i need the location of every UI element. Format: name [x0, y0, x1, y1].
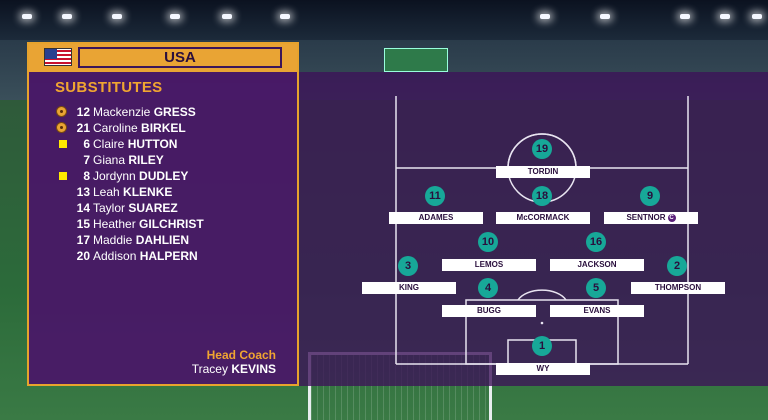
player-name-label: WY: [496, 363, 590, 375]
player-name-label: KING: [362, 282, 456, 294]
player-number-badge: 5: [586, 278, 606, 298]
floodlight: [62, 14, 72, 19]
player-number-badge: 2: [667, 256, 687, 276]
substitute-number: 12: [76, 105, 90, 119]
player-number-badge: 4: [478, 278, 498, 298]
empty-marker: [56, 154, 69, 166]
team-name: USA: [78, 47, 282, 68]
floodlight: [752, 14, 762, 19]
substitute-number: 13: [76, 185, 90, 199]
substitute-number: 7: [83, 153, 90, 167]
ball-icon: [56, 122, 69, 134]
player-number-badge: 3: [398, 256, 418, 276]
empty-marker: [56, 202, 69, 214]
substitute-name: Maddie DAHLIEN: [93, 233, 190, 247]
head-coach-name: Tracey KEVINS: [191, 362, 276, 376]
player-name-label: JACKSON: [550, 259, 644, 271]
player-name-label: EVANS: [550, 305, 644, 317]
player-number-badge: 16: [586, 232, 606, 252]
floodlight: [222, 14, 232, 19]
floodlight: [540, 14, 550, 19]
player-name-label: BUGG: [442, 305, 536, 317]
player-number-badge: 18: [532, 186, 552, 206]
substitute-name: Mackenzie GRESS: [93, 105, 196, 119]
floodlight: [600, 14, 610, 19]
player-name-label: ADAMES: [389, 212, 483, 224]
floodlight: [22, 14, 32, 19]
floodlight: [112, 14, 122, 19]
empty-marker: [56, 186, 69, 198]
substitute-number: 20: [76, 249, 90, 263]
substitute-number: 15: [76, 217, 90, 231]
captain-badge-icon: C: [667, 213, 676, 222]
floodlight: [680, 14, 690, 19]
substitute-name: Leah KLENKE: [93, 185, 173, 199]
player-number-badge: 19: [532, 139, 552, 159]
player-name-label: TORDIN: [496, 166, 590, 178]
floodlight: [720, 14, 730, 19]
usa-flag-icon: [44, 48, 72, 66]
substitute-name: Caroline BIRKEL: [93, 121, 186, 135]
substitute-name: Giana RILEY: [93, 153, 164, 167]
player-name-label: McCORMACK: [496, 212, 590, 224]
player-number-badge: 1: [532, 336, 552, 356]
substitute-number: 6: [83, 137, 90, 151]
yellow-card-icon: [56, 170, 69, 182]
empty-marker: [56, 250, 69, 262]
substitute-name: Taylor SUAREZ: [93, 201, 178, 215]
player-name-label: LEMOS: [442, 259, 536, 271]
substitute-name: Jordynn DUDLEY: [93, 169, 189, 183]
head-coach-label: Head Coach: [206, 348, 276, 362]
empty-marker: [56, 234, 69, 246]
player-number-badge: 11: [425, 186, 445, 206]
floodlight: [280, 14, 290, 19]
player-name-label: THOMPSON: [631, 282, 725, 294]
floodlight: [170, 14, 180, 19]
stadium-screen: [384, 48, 448, 72]
substitute-name: Addison HALPERN: [93, 249, 198, 263]
substitute-name: Heather GILCHRIST: [93, 217, 204, 231]
team-sheet-panel: [27, 42, 299, 386]
substitute-name: Claire HUTTON: [93, 137, 178, 151]
player-number-badge: 9: [640, 186, 660, 206]
substitute-number: 17: [76, 233, 90, 247]
substitute-number: 21: [76, 121, 90, 135]
yellow-card-icon: [56, 138, 69, 150]
substitute-number: 8: [83, 169, 90, 183]
player-number-badge: 10: [478, 232, 498, 252]
ball-icon: [56, 106, 69, 118]
substitute-number: 14: [76, 201, 90, 215]
empty-marker: [56, 218, 69, 230]
substitutes-title: SUBSTITUTES: [55, 79, 163, 96]
night-sky: [0, 0, 768, 40]
